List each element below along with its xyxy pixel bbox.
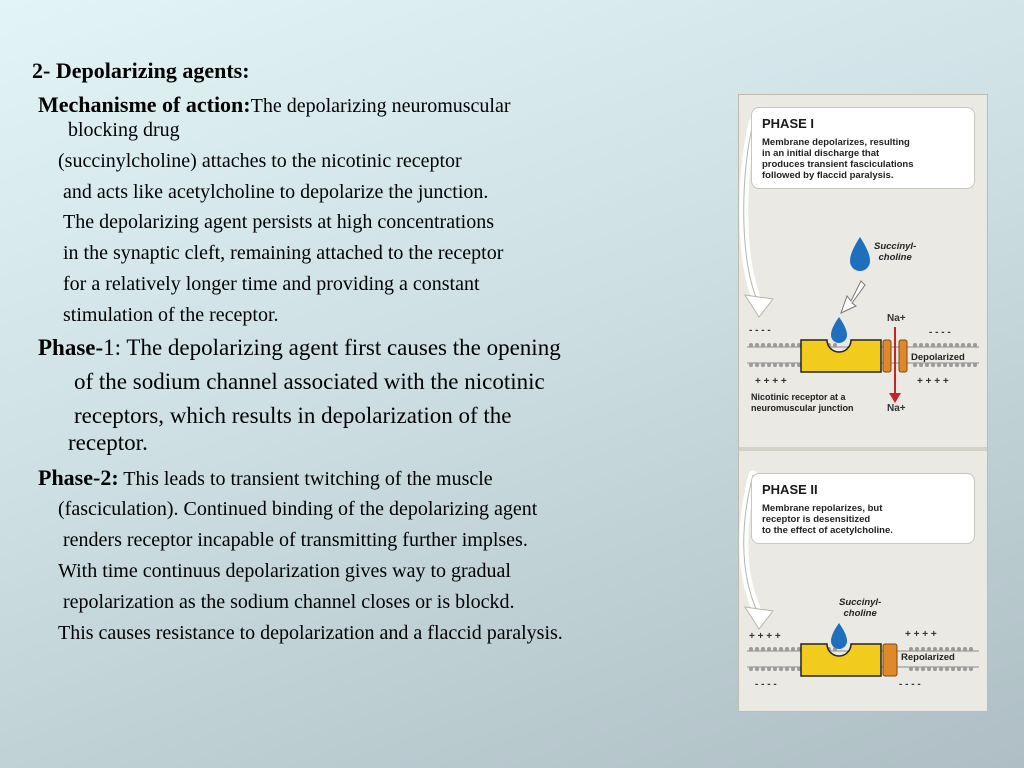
phase2-line-4: With time continuus depolarization gives… xyxy=(58,560,511,582)
mechanism-line-5: The depolarizing agent persists at high … xyxy=(63,211,494,233)
phase1-channel-left xyxy=(882,339,892,373)
phase2-charges-top-right: + + + + xyxy=(905,629,937,640)
phase1-channel-right xyxy=(898,339,908,373)
phase2-line-3: renders receptor incapable of transmitti… xyxy=(63,529,528,551)
mechanism-line-4: and acts like acetylcholine to depolariz… xyxy=(63,181,489,203)
phase2-line-6: This causes resistance to depolarization… xyxy=(58,622,563,644)
phase2-receptor xyxy=(800,643,882,677)
phase2-diagram xyxy=(739,470,979,677)
phase1-receptor-label: Nicotinic receptor at a neuromuscular ju… xyxy=(751,392,854,413)
phase1-line-1: Phase-1: The depolarizing agent first ca… xyxy=(38,335,561,361)
phase1-ion-bottom: Na+ xyxy=(887,403,906,414)
phase2-drug-label: Succinyl- choline xyxy=(839,597,882,619)
phase1-line-4: receptor. xyxy=(68,430,148,455)
phase1-text-1: : The depolarizing agent first causes th… xyxy=(114,335,561,360)
mechanism-line-1: Mechanisme of action:The depolarizing ne… xyxy=(38,92,511,118)
mechanism-line-8: stimulation of the receptor. xyxy=(63,304,279,326)
phase2-panel: PHASE II Membrane repolarizes, but recep… xyxy=(739,451,987,711)
phase2-charges-top-left: + + + + xyxy=(749,631,781,642)
mechanism-figure: PHASE I Membrane depolarizes, resulting … xyxy=(738,94,988,712)
phase2-arrow-head xyxy=(743,606,774,630)
phase1-diagram xyxy=(739,118,979,403)
phase1-number: 1 xyxy=(103,335,115,360)
phase1-line-2: of the sodium channel associated with th… xyxy=(74,369,545,394)
phase1-bound-drug xyxy=(831,317,847,343)
phase2-line-1: Phase-2: This leads to transient twitchi… xyxy=(38,465,493,491)
phase1-state-label: Depolarized xyxy=(911,352,965,363)
mechanism-line-2: blocking drug xyxy=(68,119,180,141)
phase2-text-1: This leads to transient twitching of the… xyxy=(118,468,493,490)
phase1-drug-drop xyxy=(850,237,870,271)
phase1-binding-arrow xyxy=(840,280,866,314)
phase1-title: PHASE I xyxy=(762,116,815,131)
mechanism-line-3: (succinylcholine) attaches to the nicoti… xyxy=(58,150,462,172)
phase2-charges-bottom-right: - - - - xyxy=(899,679,921,690)
heading: 2- Depolarizing agents: xyxy=(32,58,250,83)
mechanism-line-6: in the synaptic cleft, remaining attache… xyxy=(63,242,504,264)
phase1-lipid-heads xyxy=(749,343,977,367)
phase2-title: PHASE II xyxy=(762,482,818,497)
phase1-receptor xyxy=(800,339,882,373)
slide-text: 2- Depolarizing agents: Mechanisme of ac… xyxy=(32,58,563,644)
mechanism-text-1: The depolarizing neuromuscular xyxy=(250,95,511,117)
panel-separator xyxy=(739,447,987,451)
phase2-description: Membrane repolarizes, but receptor is de… xyxy=(762,503,893,536)
phase1-description: Membrane depolarizes, resulting in an in… xyxy=(762,137,914,181)
phase2-label: Phase-2: xyxy=(38,465,119,490)
phase1-line-3: receptors, which results in depolarizati… xyxy=(74,403,512,428)
phase1-label: Phase- xyxy=(38,335,104,360)
phase1-caption-box: PHASE I Membrane depolarizes, resulting … xyxy=(751,107,975,189)
phase1-ion-top: Na+ xyxy=(887,313,906,324)
phase1-charges-top-left: - - - - xyxy=(749,325,771,336)
mechanism-label: Mechanisme of action: xyxy=(38,92,251,117)
phase2-caption-box: PHASE II Membrane repolarizes, but recep… xyxy=(751,473,975,544)
phase1-charges-bottom-left: + + + + xyxy=(755,376,787,387)
phase1-drug-label: Succinyl- choline xyxy=(874,241,917,263)
phase1-arrow-head xyxy=(743,294,774,318)
phase2-state-label: Repolarized xyxy=(901,652,955,663)
phase1-panel: PHASE I Membrane depolarizes, resulting … xyxy=(739,95,987,447)
phase2-line-5: repolarization as the sodium channel clo… xyxy=(63,591,515,613)
phase1-charges-top-right: - - - - xyxy=(929,327,951,338)
phase2-bound-drug xyxy=(831,623,847,649)
phase1-charges-bottom-right: + + + + xyxy=(917,376,949,387)
phase2-charges-bottom-left: - - - - xyxy=(755,679,777,690)
phase2-line-2: (fasciculation). Continued binding of th… xyxy=(58,498,538,520)
phase2-channel xyxy=(882,643,898,677)
mechanism-line-7: for a relatively longer time and providi… xyxy=(63,273,480,295)
